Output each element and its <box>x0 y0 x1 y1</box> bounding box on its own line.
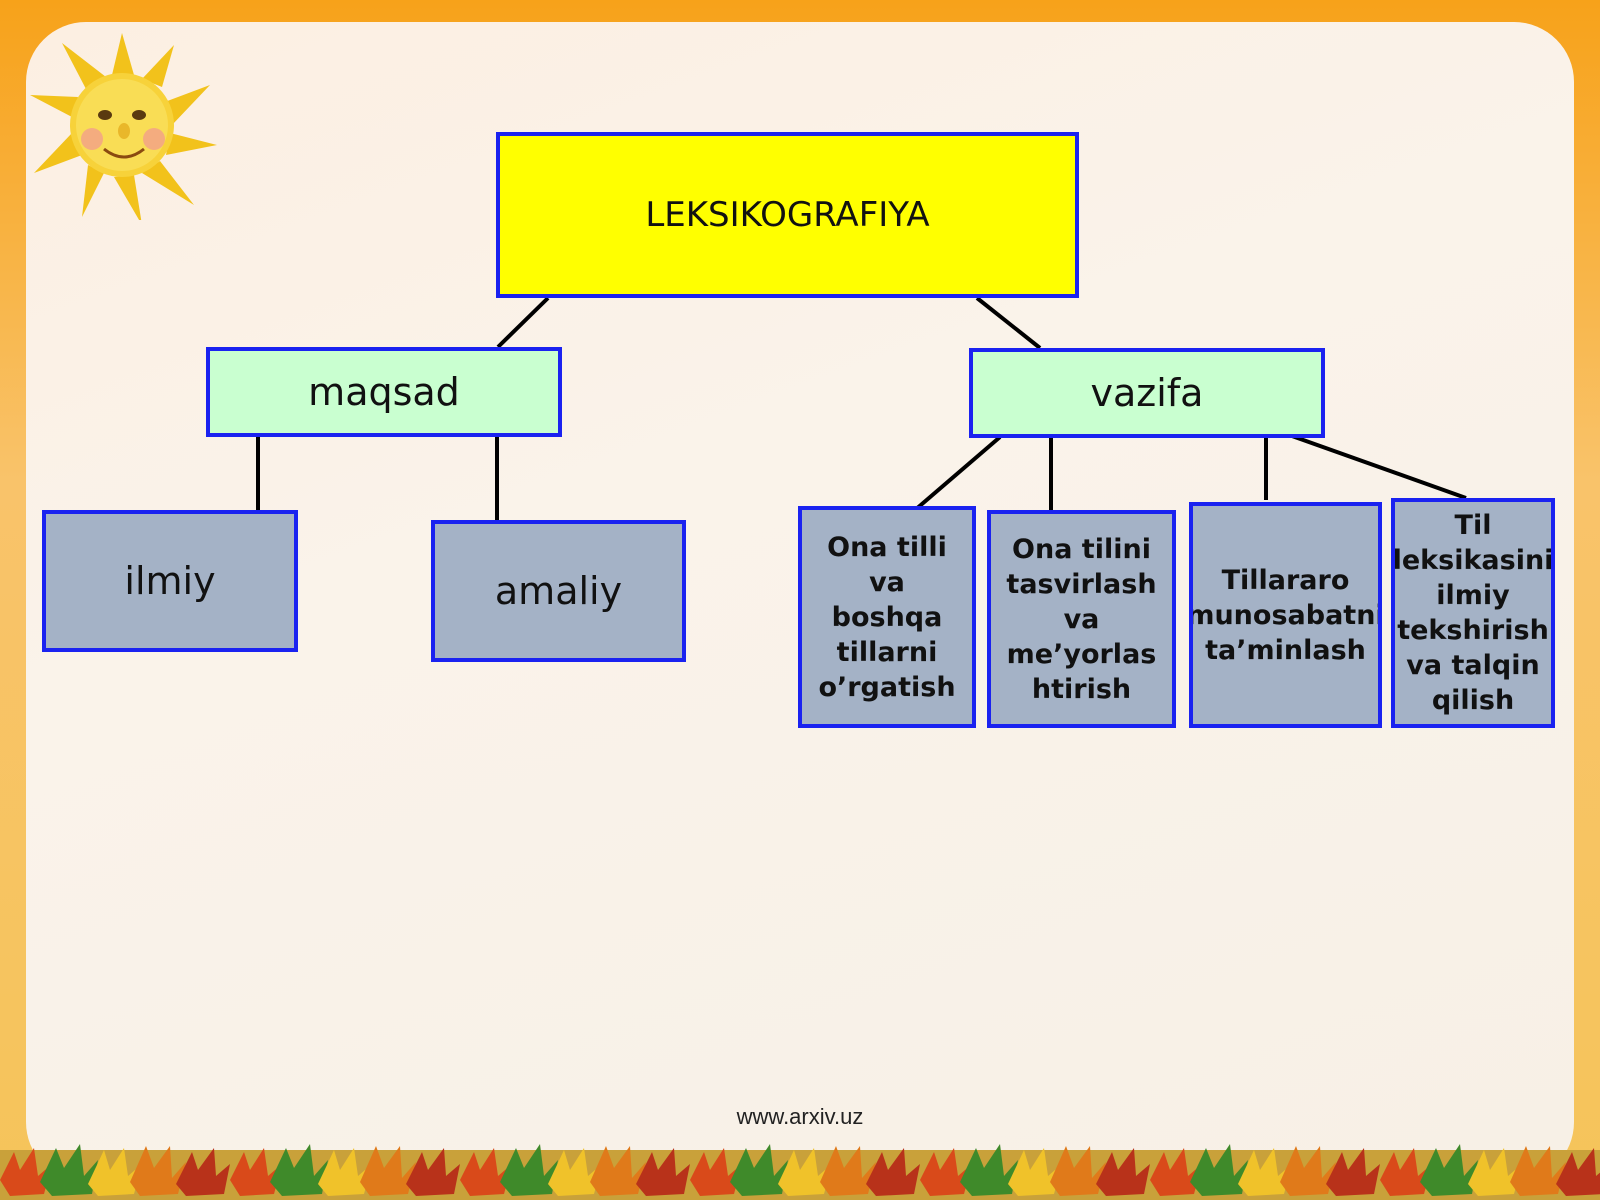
root-label: LEKSIKOGRAFIYA <box>645 195 930 235</box>
connector-root-maqsad <box>496 296 550 349</box>
task-label-3: Tillararo munosabatni ta’minlash <box>1189 564 1382 666</box>
amaliy-node: amaliy <box>431 520 686 662</box>
connector-vazifa-task1 <box>913 435 1002 512</box>
task-node-2: Ona tilini tasvirlash va me’yorlas htiri… <box>987 510 1176 728</box>
task-label-4: Til leksikasini ilmiy tekshirish va talq… <box>1392 510 1554 716</box>
vazifa-label: vazifa <box>1090 371 1204 415</box>
footer-url: www.arxiv.uz <box>736 1104 864 1129</box>
ilmiy-label: ilmiy <box>124 559 216 603</box>
connector-root-vazifa <box>975 296 1042 350</box>
sun-icon <box>30 33 217 220</box>
autumn-leaves-border <box>0 1144 1600 1200</box>
root-node: LEKSIKOGRAFIYA <box>496 132 1079 298</box>
connector-vazifa-task4 <box>1291 434 1467 500</box>
vazifa-node: vazifa <box>969 348 1325 438</box>
amaliy-label: amaliy <box>494 569 623 613</box>
task-label-1: Ona tilli va boshqa tillarni o’rgatish <box>818 531 956 703</box>
task-node-3: Tillararo munosabatni ta’minlash <box>1189 502 1382 728</box>
ilmiy-node: ilmiy <box>42 510 298 652</box>
task-label-2: Ona tilini tasvirlash va me’yorlas htiri… <box>1006 533 1157 705</box>
task-node-1: Ona tilli va boshqa tillarni o’rgatish <box>798 506 976 728</box>
task-node-4: Til leksikasini ilmiy tekshirish va talq… <box>1391 498 1555 728</box>
maqsad-label: maqsad <box>308 370 460 414</box>
maqsad-node: maqsad <box>206 347 562 437</box>
